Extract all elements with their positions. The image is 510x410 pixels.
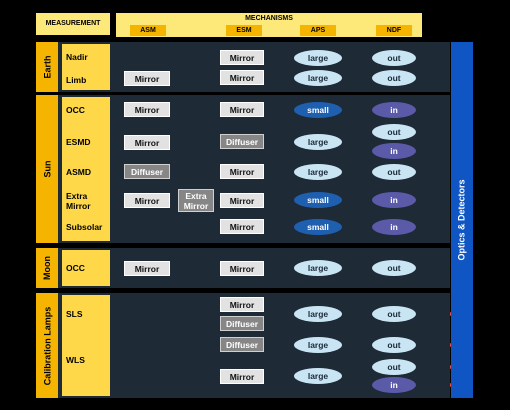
meas-wls: WLS <box>66 355 85 365</box>
nadir-esm-mirror: Mirror <box>220 50 264 65</box>
sls-esm-diffuser: Diffuser <box>220 316 264 331</box>
mech-esm: ESM <box>226 25 262 36</box>
subsolar-aps-small: small <box>294 219 342 235</box>
mech-ndf: NDF <box>376 25 412 36</box>
asmd-aps-large: large <box>294 164 342 180</box>
wls-ndf-out-bottom: out <box>372 359 416 375</box>
limb-aps-large: large <box>294 70 342 86</box>
sls-aps-large: large <box>294 306 342 322</box>
esmd-esm-diffuser: Diffuser <box>220 134 264 149</box>
wls-esm-diffuser: Diffuser <box>220 337 264 352</box>
moon-esm-mirror: Mirror <box>220 261 264 276</box>
mechanisms-title: MECHANISMS <box>245 15 293 22</box>
asmd-ndf-out: out <box>372 164 416 180</box>
extra-asm-mirror: Mirror <box>124 193 170 208</box>
occ-ndf-in: in <box>372 102 416 118</box>
header-measurement: MEASUREMENT <box>36 13 110 35</box>
meas-subsolar: Subsolar <box>66 222 103 232</box>
wls-esm-mirror: Mirror <box>220 369 264 384</box>
optics-detectors-bar: Optics & Detectors <box>451 42 473 398</box>
occ-esm-mirror: Mirror <box>220 102 264 117</box>
sls-ndf-out: out <box>372 306 416 322</box>
subsolar-esm-mirror: Mirror <box>220 219 264 234</box>
meas-asmd: ASMD <box>66 167 92 177</box>
moon-aps-large: large <box>294 260 342 276</box>
meas-sun-column <box>62 97 110 241</box>
moon-asm-mirror: Mirror <box>124 261 170 276</box>
header-mechanisms: MECHANISMS <box>116 13 422 37</box>
limb-esm-mirror: Mirror <box>220 70 264 85</box>
asmd-esm-mirror: Mirror <box>220 164 264 179</box>
meas-sls: SLS <box>66 309 83 319</box>
group-earth: Earth <box>36 42 58 92</box>
group-moon: Moon <box>36 248 58 288</box>
wls-aps-large-bottom: large <box>294 368 342 384</box>
meas-esmd: ESMD <box>66 137 91 147</box>
wls-ndf-in: in <box>372 377 416 393</box>
meas-occ-sun: OCC <box>66 105 85 115</box>
esmd-ndf-in: in <box>372 143 416 159</box>
meas-calibration-column <box>62 295 110 396</box>
group-sun: Sun <box>36 95 58 243</box>
occ-aps-small: small <box>294 102 342 118</box>
nadir-aps-large: large <box>294 50 342 66</box>
meas-limb: Limb <box>62 70 110 90</box>
mech-asm: ASM <box>130 25 166 36</box>
nadir-ndf-out: out <box>372 50 416 66</box>
subsolar-ndf-in: in <box>372 219 416 235</box>
extra-ndf-in: in <box>372 192 416 208</box>
occ-asm-mirror: Mirror <box>124 102 170 117</box>
sls-esm-mirror: Mirror <box>220 297 264 312</box>
esmd-ndf-out: out <box>372 124 416 140</box>
asmd-asm-diffuser: Diffuser <box>124 164 170 179</box>
limb-asm-mirror: Mirror <box>124 71 170 86</box>
mech-aps: APS <box>300 25 336 36</box>
extra-esm-mirror: Mirror <box>220 193 264 208</box>
moon-ndf-out: out <box>372 260 416 276</box>
extra-mirror-box: Extra Mirror <box>178 189 214 212</box>
esmd-asm-mirror: Mirror <box>124 135 170 150</box>
wls-aps-large-top: large <box>294 337 342 353</box>
group-calibration: Calibration Lamps <box>36 293 58 398</box>
extra-aps-small: small <box>294 192 342 208</box>
esmd-aps-large: large <box>294 134 342 150</box>
limb-ndf-out: out <box>372 70 416 86</box>
meas-extra-mirror: Extra Mirror <box>66 191 91 211</box>
meas-nadir: Nadir <box>62 44 110 70</box>
meas-occ-moon: OCC <box>62 250 110 286</box>
wls-ndf-out-top: out <box>372 337 416 353</box>
